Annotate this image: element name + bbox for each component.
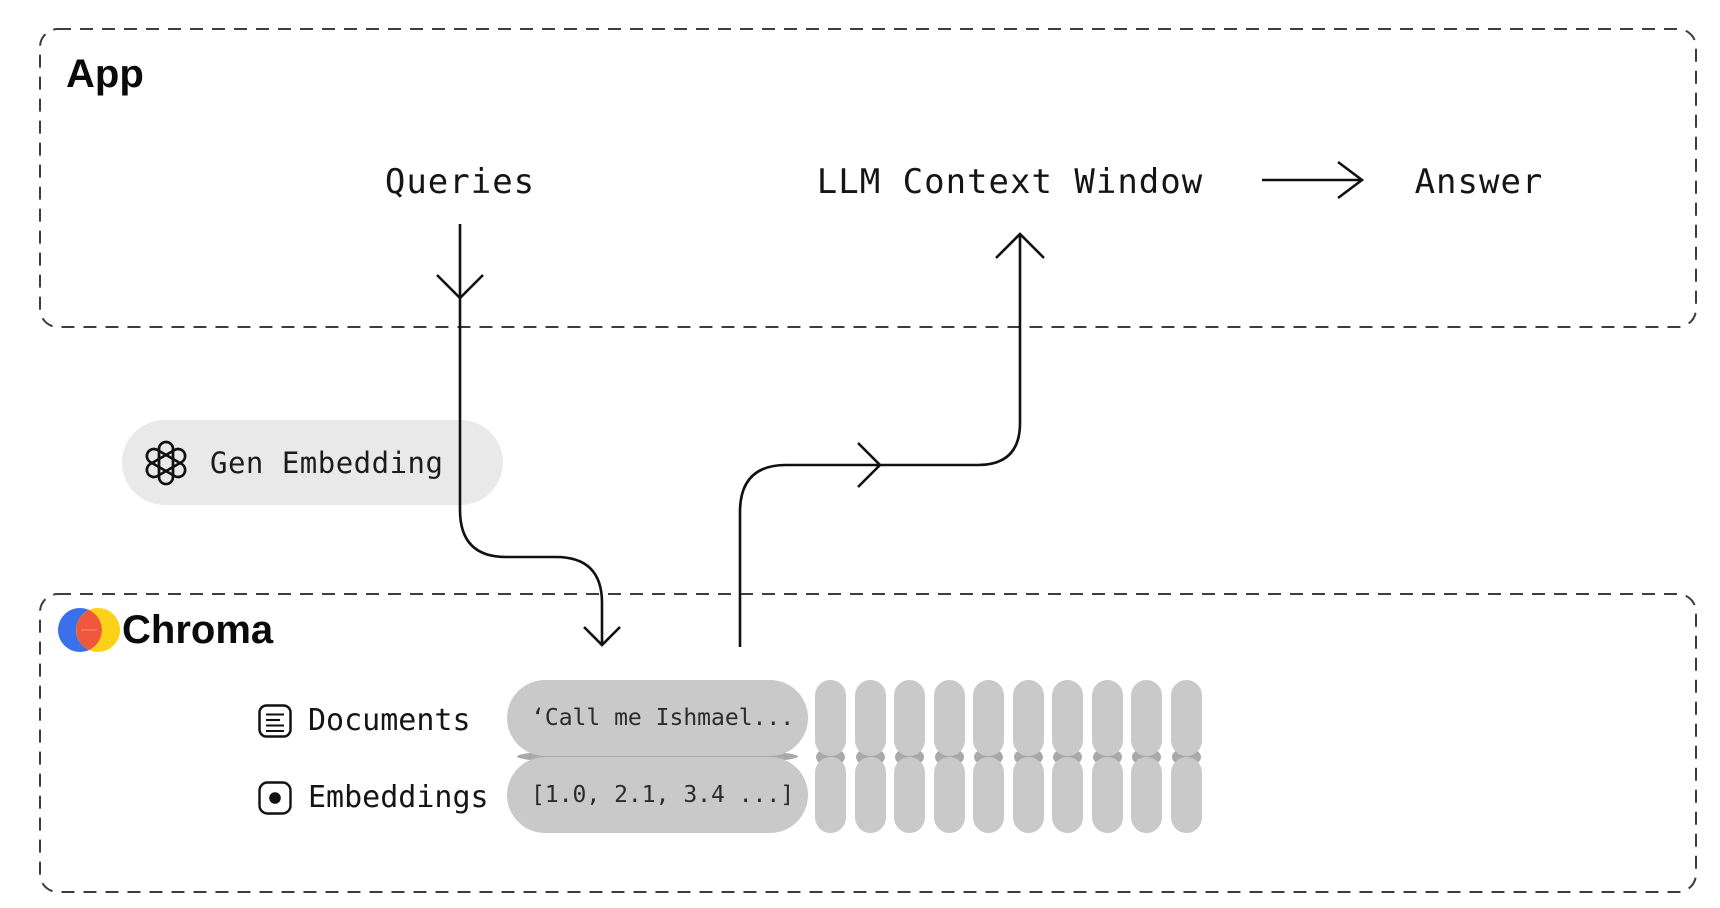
document-icon: [258, 704, 292, 738]
queries-label: Queries: [384, 162, 536, 202]
chroma-logo-right-circle: [76, 608, 120, 652]
chroma-to-llm-arrowhead-mid: [857, 442, 882, 488]
embedding-pill: [973, 757, 1004, 833]
embedding-dot-icon: [258, 781, 292, 815]
llm-context-window-label: LLM Context Window: [816, 162, 1204, 202]
answer-label: Answer: [1414, 162, 1544, 202]
documents-label: Documents: [308, 703, 471, 738]
embedding-pill: [1012, 680, 1044, 756]
chroma-logo-icon: [58, 608, 120, 652]
context-to-answer-arrowhead: [1337, 160, 1365, 200]
embedding-pill: [933, 680, 965, 756]
embedding-pill: [933, 757, 965, 833]
embedding-pill: [973, 680, 1004, 756]
documents-row: Documents: [258, 704, 471, 738]
documents-value-pill: ‘Call me Ishmael...: [507, 680, 808, 756]
embedding-pill: [1052, 757, 1083, 833]
embeddings-value-text: [1.0, 2.1, 3.4 ...]: [531, 782, 795, 808]
chroma-logo-left-circle: [58, 608, 102, 652]
embedding-pill: [1131, 680, 1162, 756]
embedding-pill: [815, 757, 846, 833]
embedding-pill: [1170, 680, 1202, 756]
embedding-pill: [854, 680, 886, 756]
embedding-pill: [1091, 757, 1123, 833]
queries-arrowhead-end: [583, 626, 621, 647]
embedding-pill: [1170, 757, 1202, 833]
embedding-pill: [894, 757, 925, 833]
queries-arrowhead-mid: [436, 274, 484, 300]
chroma-to-llm-line: [738, 234, 1022, 647]
embedding-pill: [894, 680, 925, 756]
gen-embedding-pill: Gen Embedding: [122, 420, 503, 505]
embeddings-row: Embeddings: [258, 781, 489, 815]
embedding-pill: [1091, 680, 1123, 756]
documents-value-text: ‘Call me Ishmael...: [531, 705, 795, 731]
embedding-pill: [854, 757, 886, 833]
chroma-box-title: Chroma: [122, 608, 274, 652]
embedding-pill: [1052, 680, 1083, 756]
openai-logo-icon: [145, 440, 187, 485]
embeddings-label: Embeddings: [308, 780, 489, 815]
embedding-pill: [815, 680, 846, 756]
gen-embedding-label: Gen Embedding: [210, 445, 444, 480]
embedding-pill: [1131, 757, 1162, 833]
chroma-to-llm-arrowhead-end: [995, 232, 1045, 259]
embedding-pill: [1012, 757, 1044, 833]
embeddings-value-pill: [1.0, 2.1, 3.4 ...]: [507, 757, 808, 833]
chroma-logo-overlap-lens: [76, 610, 102, 650]
app-box-title: App: [66, 52, 144, 96]
